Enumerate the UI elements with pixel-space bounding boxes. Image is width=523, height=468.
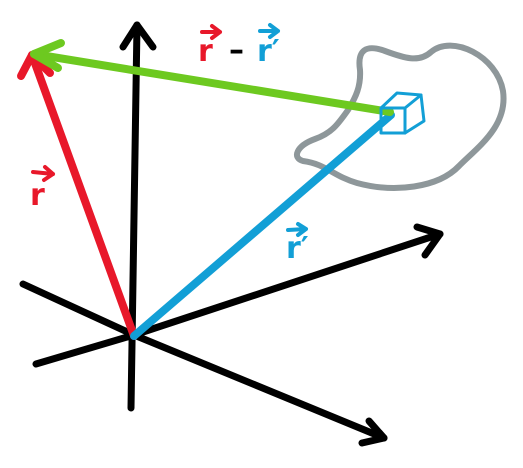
x-axis-positive [130, 331, 388, 442]
cube-front-face [379, 106, 407, 135]
difference-vector-arrowhead [30, 39, 65, 72]
difference-vector [30, 39, 394, 116]
difference-minus-sign: – [229, 33, 244, 68]
y-axis-positive [130, 230, 444, 339]
r-label-vector-arrow [31, 165, 55, 182]
volume-element-cube [379, 91, 426, 135]
z-axis-arrowhead [119, 21, 157, 51]
y-axis-arrowhead [413, 223, 444, 259]
cube-top-face [379, 91, 423, 110]
source-region [294, 42, 507, 191]
r-prime-label-text: r′ [286, 231, 309, 266]
z-axis [127, 21, 141, 412]
label-r: r [30, 165, 55, 213]
r-prime-vector-line [130, 111, 395, 340]
coordinate-axes [19, 21, 444, 447]
cube-side-face [403, 93, 426, 135]
difference-r-prime-text: r′ [257, 34, 280, 69]
r-vector-line [28, 51, 138, 340]
r-label-text: r [30, 178, 45, 213]
difference-vector-line [30, 50, 394, 116]
x-axis-arrowhead [358, 417, 388, 447]
y-axis-negative [32, 331, 138, 368]
label-r-prime: r′ [286, 222, 309, 266]
label-difference: r – r′ [198, 23, 280, 69]
position-vector-r-prime [130, 111, 395, 340]
r-prime-label-vector-arrow [286, 222, 308, 237]
difference-r-prime-vector-arrow [258, 23, 280, 39]
difference-r-text: r [198, 34, 213, 69]
x-axis-negative [19, 280, 138, 339]
difference-r-vector-arrow [200, 24, 222, 40]
